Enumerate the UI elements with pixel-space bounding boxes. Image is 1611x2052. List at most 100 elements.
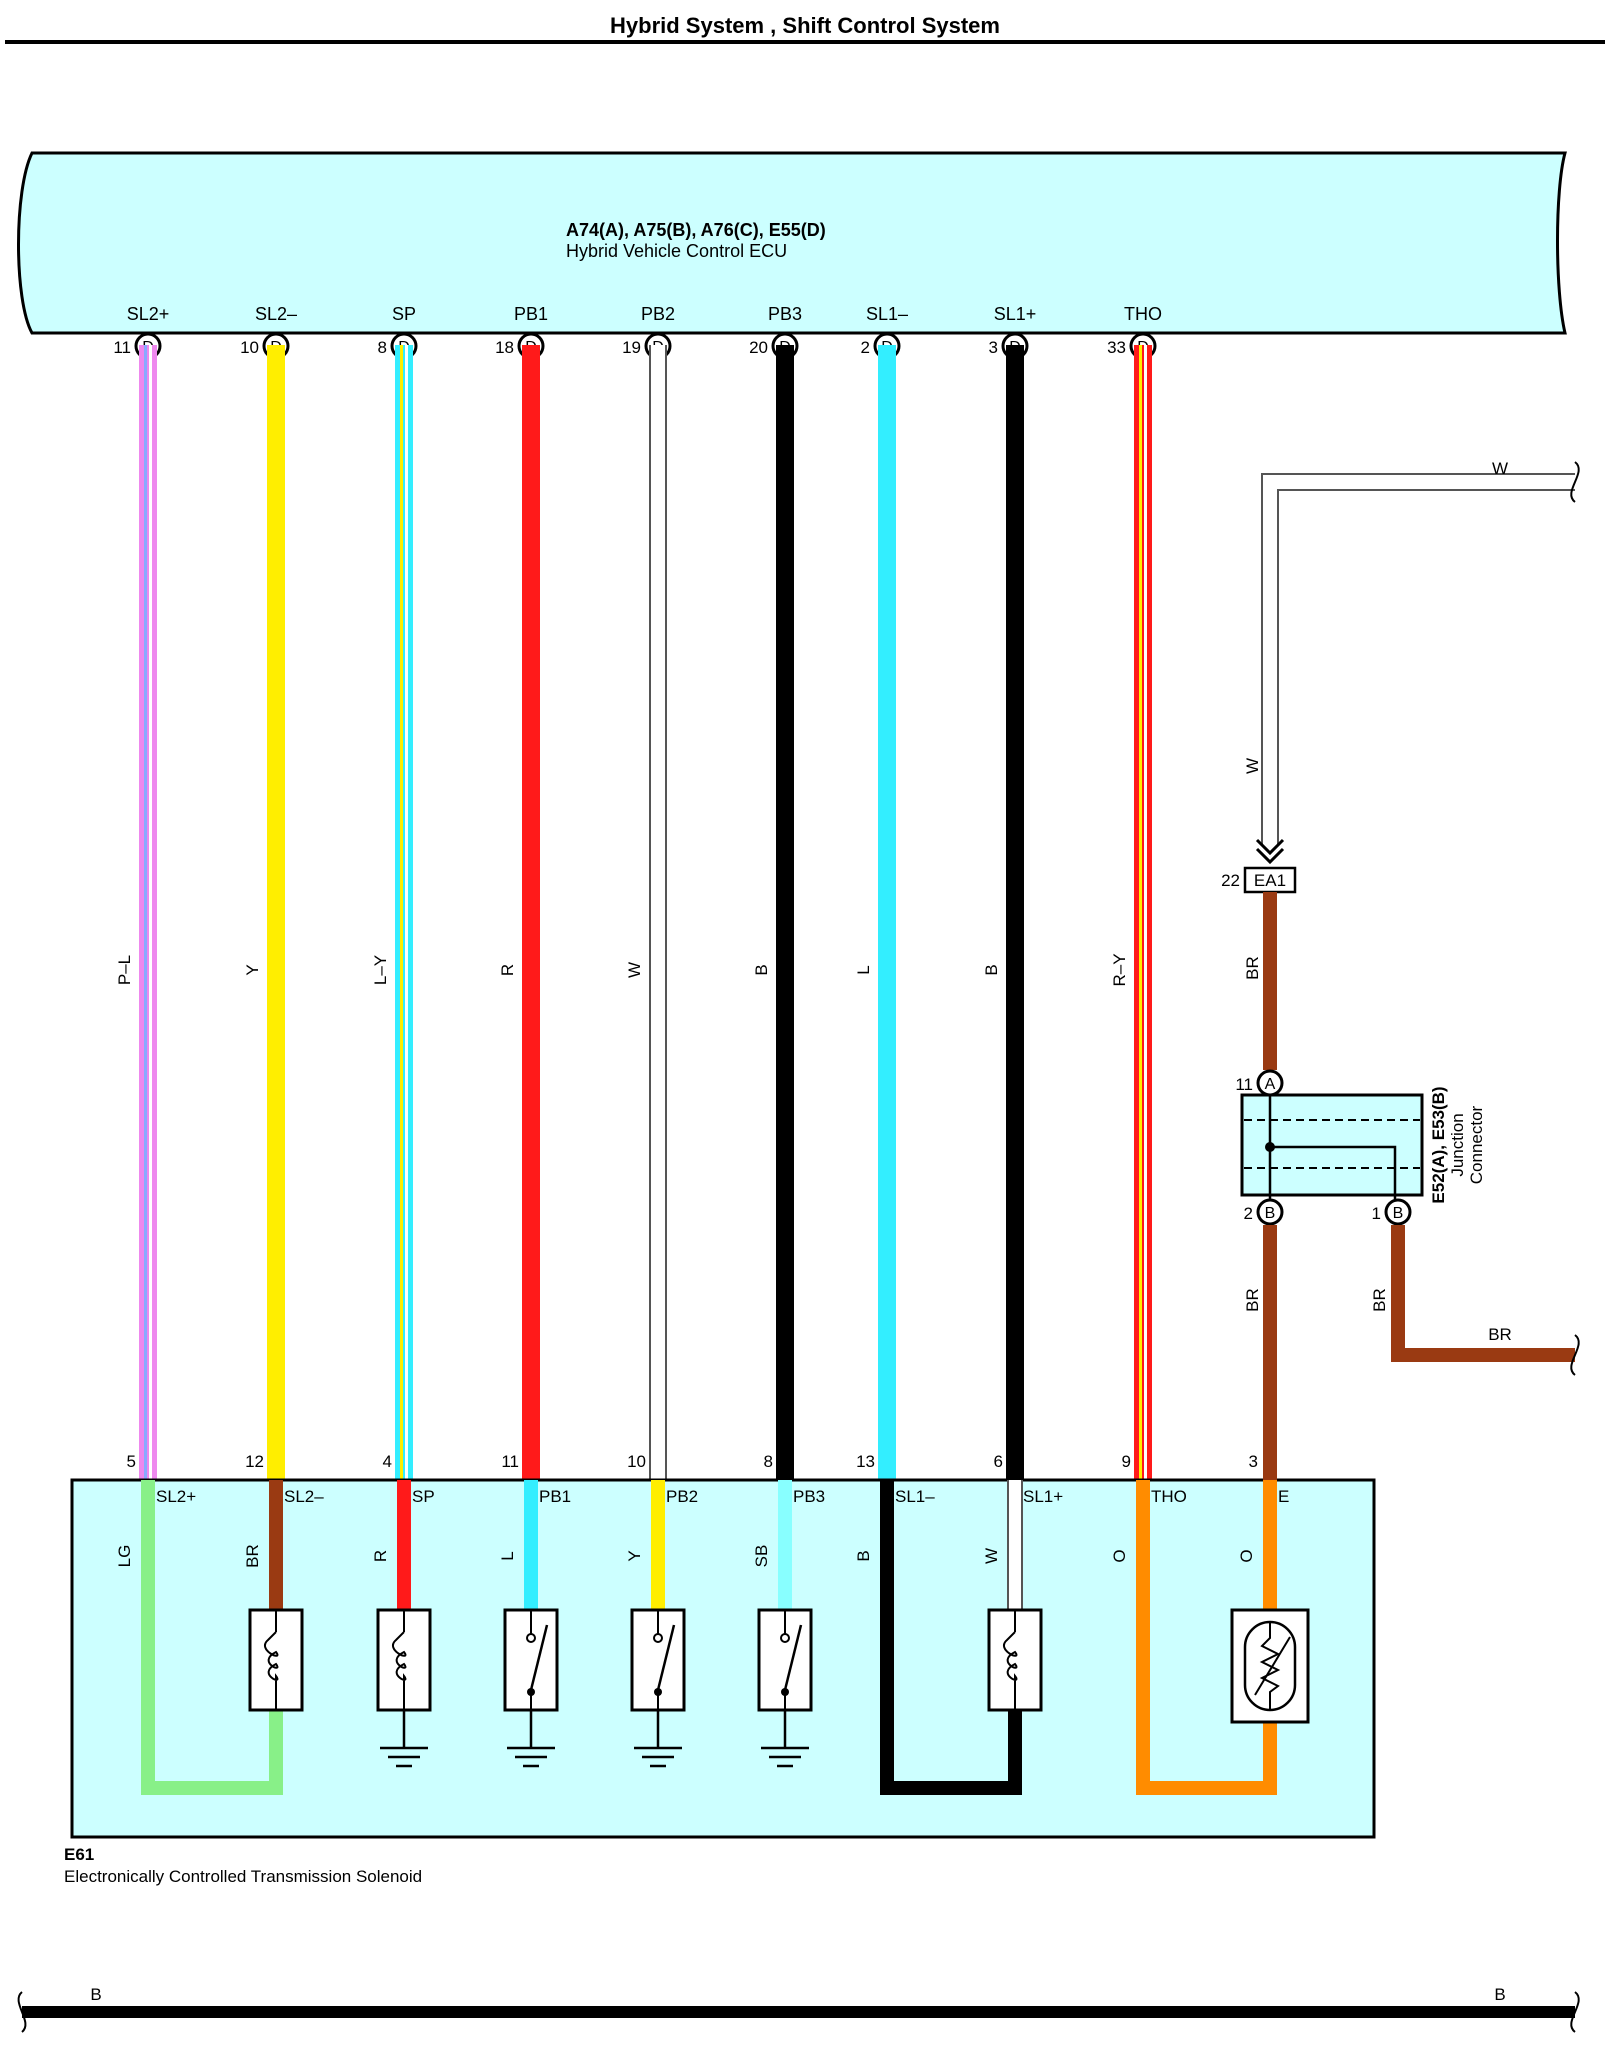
harness-wire-stripe-gap — [1144, 345, 1147, 1480]
ecu-pin-number: 10 — [240, 338, 259, 357]
solenoid-pin-number: 10 — [627, 1452, 646, 1471]
solenoid-pin-number: 8 — [764, 1452, 773, 1471]
pb3-pressure-switch — [757, 1608, 813, 1712]
solenoid-pin-number: 6 — [994, 1452, 1003, 1471]
w-wire-label-top: W — [1492, 459, 1508, 478]
fluid-temp-sensor — [1230, 1608, 1310, 1724]
ecu-pin-number: 11 — [113, 338, 131, 357]
pb3-ground-icon — [761, 1710, 809, 1768]
ecu-pin-number: 3 — [989, 338, 998, 357]
solenoid-pin-label: SL2– — [284, 1487, 324, 1506]
junction-pin-bottom-left-letter: B — [1265, 1205, 1276, 1222]
sp-solenoid-coil — [376, 1608, 432, 1712]
wire-break-br-right — [1570, 1334, 1580, 1376]
pb1-ground-icon — [507, 1710, 555, 1768]
ecu-pin-label: PB1 — [514, 304, 548, 324]
harness-wire-4: R — [498, 345, 540, 1480]
ground-bus-label-right: B — [1494, 1985, 1505, 2004]
ecu-pin-label: PB3 — [768, 304, 802, 324]
solenoid-pin-label: PB1 — [539, 1487, 571, 1506]
harness-wire-stripe-gap — [149, 345, 152, 1480]
coil-winding-icon — [392, 1631, 407, 1710]
solenoid-pin-label: THO — [1151, 1487, 1187, 1506]
junction-pin-bottom-right-circle — [1384, 1198, 1412, 1226]
ea1-connector-box — [1243, 866, 1297, 894]
solenoid-wire-color-label: BR — [243, 1544, 262, 1568]
solenoid-wire-color-label: Y — [625, 1550, 644, 1561]
harness-wire-stripe — [144, 345, 147, 1480]
ecu-name: Hybrid Vehicle Control ECU — [566, 241, 787, 261]
solenoid-pin-number: 3 — [1249, 1452, 1258, 1471]
solenoid-wire-color-label: R — [371, 1550, 390, 1562]
thermistor-arrow-icon — [1254, 1636, 1291, 1696]
br-branch-wire — [1391, 1225, 1575, 1362]
harness-wire-color-label: B — [982, 964, 1001, 975]
switch-contact-top — [653, 1633, 663, 1643]
br-branch-label-vertical: BR — [1370, 1288, 1389, 1312]
harness-wire-color-label: R–Y — [1110, 953, 1129, 986]
harness-wire-3: L–Y — [371, 345, 413, 1480]
solenoid-wire-color-label: LG — [115, 1545, 134, 1568]
junction-id: E52(A), E53(B) — [1429, 1086, 1448, 1203]
br-wire-label-upper: BR — [1243, 956, 1262, 980]
tho-loop-o-wire — [1136, 1480, 1277, 1795]
sl1-solenoid-coil — [987, 1608, 1043, 1712]
solenoid-wire-color-label: W — [982, 1548, 1001, 1564]
ecu-pin-label: SL2+ — [127, 304, 170, 324]
switch-blade-icon — [656, 1624, 676, 1691]
harness-wire-core — [651, 345, 665, 1480]
harness-wire-7: L — [854, 345, 896, 1480]
br-wire-label-lower: BR — [1243, 1288, 1262, 1312]
harness-wire-body — [267, 345, 285, 1480]
w-wire-fill — [1263, 475, 1575, 846]
solenoid-pin-label: SL2+ — [156, 1487, 196, 1506]
junction-name-line1: Junction — [1448, 1113, 1467, 1176]
coil-winding-icon — [264, 1631, 279, 1710]
harness-wire-body — [395, 345, 413, 1480]
harness-wire-color-label: P–L — [115, 955, 134, 985]
solenoid-pin-number: 9 — [1122, 1452, 1131, 1471]
sl2-loop-lg-wire — [141, 1480, 283, 1795]
w-wire-outline — [1261, 473, 1575, 846]
solenoid-wire-color-label: O — [1237, 1549, 1256, 1562]
harness-wire-stripe — [1139, 345, 1142, 1480]
solenoid-internals — [141, 1480, 1310, 1795]
solenoid-pins: 5SL2+LG12SL2–BR4SPR11PB1L10PB2Y8PB3SB13S… — [115, 1452, 1289, 1568]
ecu-pin-label: SP — [392, 304, 416, 324]
ecu-pin-number: 2 — [861, 338, 870, 357]
coil-winding-icon — [1003, 1631, 1018, 1710]
thermistor-resistor-icon — [1259, 1622, 1281, 1710]
harness-wire-color-label: R — [498, 964, 517, 976]
junction-pin-bottom-right-letter: B — [1393, 1205, 1404, 1222]
ecu-pin-label: SL1– — [866, 304, 908, 324]
junction-pin-bottom-right-number: 1 — [1372, 1204, 1381, 1223]
pb2-ground-icon — [634, 1710, 682, 1768]
solenoid-wire-color-label: B — [854, 1550, 873, 1561]
solenoid-pin-label: PB3 — [793, 1487, 825, 1506]
solenoid-wire-color-label: O — [1110, 1549, 1129, 1562]
solenoid-pin-number: 4 — [383, 1452, 392, 1471]
harness-wire-8: B — [982, 345, 1024, 1480]
junction-pin-top-letter: A — [1265, 1076, 1276, 1093]
ea1-label: EA1 — [1254, 871, 1286, 890]
harness-wire-9: R–Y — [1110, 345, 1152, 1480]
junction-pin-bottom-left-number: 2 — [1244, 1204, 1253, 1223]
harness-wire-body — [776, 345, 794, 1480]
ecu-pin-label: PB2 — [641, 304, 675, 324]
ecu-connector-ids: A74(A), A75(B), A76(C), E55(D) — [566, 220, 826, 240]
sl2-solenoid-coil — [248, 1608, 304, 1712]
junction-splice-dot — [1265, 1142, 1275, 1152]
ecu-box — [17, 151, 1567, 335]
inline-connector-arrow-icon — [1255, 838, 1285, 865]
solenoid-id: E61 — [64, 1845, 94, 1864]
ecu-pin-number: 18 — [495, 338, 514, 357]
junction-pin-bottom-left-circle — [1256, 1198, 1284, 1226]
wire-break-top-right — [1570, 461, 1580, 503]
ecu-pin-number: 19 — [622, 338, 641, 357]
harness-wire-body — [522, 345, 540, 1480]
sl1-loop-b-wire — [880, 1480, 1022, 1795]
harness-wire-color-label: W — [625, 962, 644, 978]
harness-wire-stripe — [400, 345, 403, 1480]
